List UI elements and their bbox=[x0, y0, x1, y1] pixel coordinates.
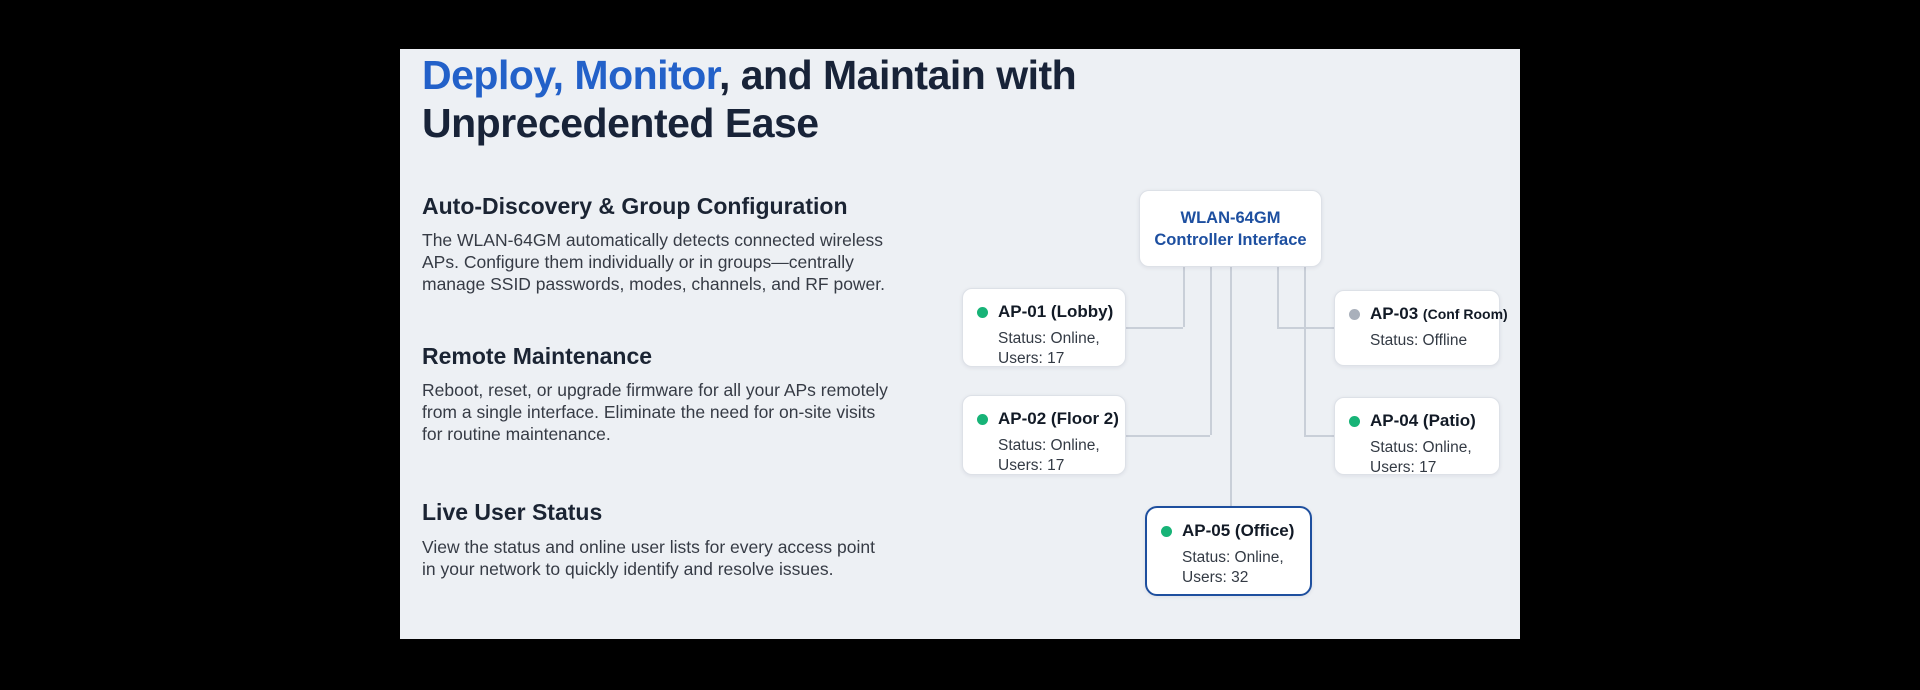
connector-line bbox=[1304, 435, 1334, 437]
ap-users: Users: 32 bbox=[1182, 569, 1249, 586]
connector-line bbox=[1183, 267, 1185, 327]
ap-name: AP-03 bbox=[1370, 304, 1419, 323]
ap-users: Users: 17 bbox=[1370, 459, 1437, 476]
connector-line bbox=[1230, 267, 1232, 506]
ap-node-ap-02: AP-02 (Floor 2) Status: Online, Users: 1… bbox=[962, 395, 1126, 475]
ap-node-ap-04: AP-04 (Patio) Status: Online, Users: 17 bbox=[1334, 397, 1500, 476]
connector-line bbox=[1277, 327, 1334, 329]
controller-subtitle: Controller Interface bbox=[1154, 230, 1307, 249]
ap-status: Status: Offline bbox=[1370, 332, 1468, 349]
connector-line bbox=[1126, 327, 1183, 329]
connector-line bbox=[1304, 267, 1306, 435]
feature-heading-remote-maintenance: Remote Maintenance bbox=[422, 343, 653, 369]
ap-node-ap-05-highlighted: AP-05 (Office) Status: Online, Users: 32 bbox=[1145, 506, 1312, 596]
ap-location: (Conf Room) bbox=[1422, 306, 1508, 322]
status-online-dot-icon bbox=[1349, 415, 1360, 427]
ap-status: Status: Online, bbox=[1370, 439, 1472, 456]
feature-body-remote-maintenance: Reboot, reset, or upgrade firmware for a… bbox=[422, 380, 888, 444]
ap-users: Users: 17 bbox=[998, 350, 1065, 367]
feature-body-live-user-status: View the status and online user lists fo… bbox=[422, 537, 875, 579]
ap-name: AP-01 bbox=[998, 302, 1047, 321]
ap-users: Users: 17 bbox=[998, 457, 1065, 474]
ap-name: AP-04 bbox=[1370, 411, 1419, 430]
feature-heading-live-user-status: Live User Status bbox=[422, 499, 603, 525]
status-offline-dot-icon bbox=[1349, 308, 1360, 320]
ap-location: (Office) bbox=[1234, 521, 1295, 540]
controller-name: WLAN-64GM bbox=[1180, 208, 1281, 227]
status-online-dot-icon bbox=[977, 306, 988, 318]
status-online-dot-icon bbox=[977, 413, 988, 425]
controller-node: WLAN-64GM Controller Interface bbox=[1139, 190, 1322, 267]
feature-body-auto-discovery: The WLAN-64GM automatically detects conn… bbox=[422, 230, 886, 294]
ap-status: Status: Online, bbox=[998, 437, 1100, 454]
status-online-dot-icon bbox=[1161, 525, 1172, 537]
ap-location: (Lobby) bbox=[1050, 302, 1114, 321]
ap-status: Status: Online, bbox=[998, 330, 1100, 347]
content-panel: Deploy, Monitor, and Maintain with Unpre… bbox=[400, 49, 1520, 639]
ap-status: Status: Online, bbox=[1182, 549, 1284, 566]
feature-heading-auto-discovery: Auto-Discovery & Group Configuration bbox=[422, 193, 848, 219]
page-title-rest: , and Maintain with Unprecedented Ease bbox=[422, 52, 1077, 146]
ap-name: AP-05 bbox=[1182, 521, 1231, 540]
page-title: Deploy, Monitor, and Maintain with Unpre… bbox=[422, 51, 1222, 147]
ap-node-ap-01: AP-01 (Lobby) Status: Online, Users: 17 bbox=[962, 288, 1126, 367]
connector-line bbox=[1126, 435, 1210, 437]
connector-line bbox=[1277, 267, 1279, 327]
connector-line bbox=[1210, 267, 1212, 435]
ap-location: (Floor 2) bbox=[1050, 409, 1119, 428]
page-title-highlight: Deploy, Monitor bbox=[422, 52, 719, 98]
ap-name: AP-02 bbox=[998, 409, 1047, 428]
ap-location: (Patio) bbox=[1422, 411, 1476, 430]
ap-node-ap-03: AP-03 (Conf Room) Status: Offline bbox=[1334, 290, 1508, 366]
